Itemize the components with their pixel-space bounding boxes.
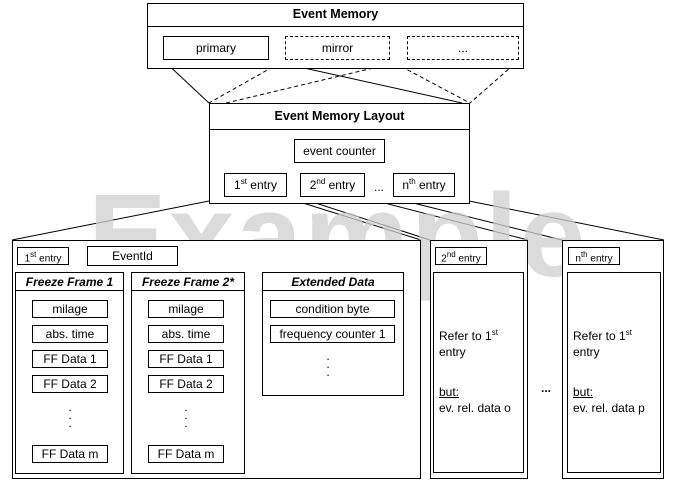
ff2-data1-label: FF Data 1 <box>159 352 213 366</box>
ff1-data1-box <box>32 350 108 368</box>
ff1-datam-label: FF Data m <box>41 447 99 461</box>
ff1-milage-label: milage <box>52 302 88 316</box>
entry1-tag-label: 1st entry <box>24 250 62 265</box>
ff1-datam-box <box>32 445 108 463</box>
layout-divider <box>209 129 470 130</box>
event-memory-divider <box>147 26 524 27</box>
extended-data-title: Extended Data <box>291 275 375 289</box>
ff1-data2-box <box>32 375 108 393</box>
first-entry-label: 1st entry <box>234 177 277 192</box>
mirror-label: mirror <box>321 41 354 55</box>
ff2-milage-label: milage <box>168 302 204 316</box>
freeze-frame-2-divider <box>131 290 245 291</box>
extended-data-divider <box>262 290 404 291</box>
layout-ellipsis: ... <box>373 180 384 194</box>
event-counter-box <box>294 139 385 163</box>
freeze-frame-1-title: Freeze Frame 1 <box>25 275 114 289</box>
first-entry-box <box>224 173 287 197</box>
layout-title: Event Memory Layout <box>274 109 405 123</box>
ff2-datam-label: FF Data m <box>157 447 215 461</box>
event-id-box <box>87 246 178 266</box>
ff1-vertical-dots: ... <box>68 400 72 430</box>
frequency-counter-label: frequency counter 1 <box>279 327 386 341</box>
ff2-datam-box <box>148 445 224 463</box>
ff2-abs-time-box <box>148 325 224 343</box>
entries-ellipsis: ... <box>540 381 551 395</box>
ext-vertical-dots: ... <box>326 349 330 379</box>
entryn-but-label: but: <box>573 385 594 399</box>
ff2-abs-time-label: abs. time <box>161 327 211 341</box>
condition-byte-box <box>270 300 395 318</box>
more-memory-box <box>407 36 519 60</box>
ff1-data2-label: FF Data 2 <box>43 377 97 391</box>
condition-byte-label: condition byte <box>295 302 370 316</box>
nth-entry-box <box>393 173 455 197</box>
primary-box <box>163 36 269 60</box>
freeze-frame-1-divider <box>15 290 124 291</box>
entry2-but-label: but: <box>439 385 460 399</box>
second-entry-label: 2nd entry <box>309 177 356 192</box>
frequency-counter-box <box>270 325 395 343</box>
event-counter-label: event counter <box>303 144 376 158</box>
mirror-box <box>285 36 390 60</box>
ff1-abs-time-box <box>32 325 108 343</box>
entryn-data-label: ev. rel. data p <box>573 401 645 415</box>
event-memory-title: Event Memory <box>292 7 379 21</box>
entry2-tag <box>435 247 487 265</box>
entryn-tag <box>568 247 620 265</box>
entry2-data-label: ev. rel. data o <box>439 401 511 415</box>
ff2-milage-box <box>148 300 224 318</box>
ff2-data1-box <box>148 350 224 368</box>
entryn-tag-label: nth entry <box>575 250 613 265</box>
freeze-frame-2-title: Freeze Frame 2* <box>141 275 235 289</box>
ff2-data2-label: FF Data 2 <box>159 377 213 391</box>
ff1-abs-time-label: abs. time <box>45 327 95 341</box>
ff2-data2-box <box>148 375 224 393</box>
entry2-inner-box <box>433 272 524 473</box>
primary-label: primary <box>195 41 236 55</box>
entryn-inner-box <box>567 272 661 473</box>
nth-entry-label: nth entry <box>402 177 446 192</box>
ff1-milage-box <box>32 300 108 318</box>
ff2-vertical-dots: ... <box>184 400 188 430</box>
ff1-data1-label: FF Data 1 <box>43 352 97 366</box>
event-id-label: EventId <box>112 249 153 263</box>
entry2-tag-label: 2nd entry <box>441 250 481 265</box>
entry1-tag <box>17 247 69 265</box>
second-entry-box <box>300 173 365 197</box>
more-memory-label: ... <box>457 41 468 55</box>
